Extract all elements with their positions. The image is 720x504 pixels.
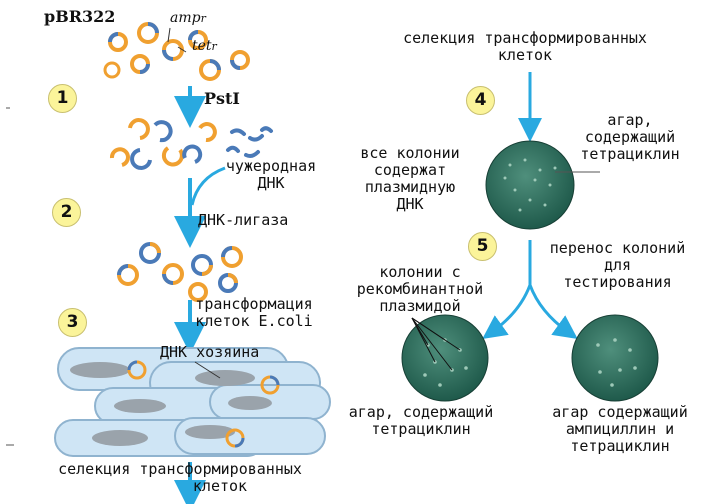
transformation-line-1: трансформация (195, 295, 313, 313)
right-selection-label: селекция трансформированных клеток (360, 30, 690, 64)
all-colonies-line-4: ДНК (396, 195, 424, 213)
recombinant-plasmids (117, 242, 243, 302)
transfer-line-2: для (603, 256, 632, 274)
all-colonies-line-3: плазмидную (364, 178, 456, 196)
all-colonies-label: все колонии содержат плазмидную ДНК (345, 145, 475, 213)
amp-sup: r (200, 12, 206, 25)
amp-label: ampr (170, 10, 206, 27)
right-selection-line-2: клеток (497, 46, 553, 64)
agar-amp-tet-line-1: агар содержащий (552, 403, 688, 421)
arrow-step-5 (482, 240, 578, 339)
foreign-dna-line-1: чужеродная (225, 157, 317, 175)
transfer-line-3: тестирования (563, 273, 672, 291)
left-selection-label: селекция трансформированных клеток (30, 461, 330, 495)
transformation-label: трансформация клеток E.coli (178, 296, 330, 330)
foreign-dna-line-2: ДНК (257, 174, 285, 192)
plate-ampicillin-tetracycline (571, 314, 659, 402)
all-colonies-line-1: все колонии (360, 144, 460, 162)
agar-tet-top-line-3: тетрациклин (580, 145, 680, 163)
agar-tet-bottom-line-1: агар, содержащий (348, 403, 494, 421)
agar-tet-bottom-line-2: тетрациклин (371, 420, 471, 438)
all-colonies-line-2: содержат (373, 161, 447, 179)
recombinant-line-2: рекомбинантной (356, 280, 484, 298)
amp-text: amp (170, 10, 201, 26)
ligase-label: ДНК-лигаза (198, 211, 289, 229)
step-2-badge: 2 (52, 198, 81, 227)
recombinant-label: колонии с рекомбинантной плазмидой (335, 264, 505, 315)
transfer-label: перенос колоний для тестирования (535, 240, 700, 291)
enzyme-label: PstI (204, 89, 240, 108)
step-3-badge: 3 (58, 308, 87, 337)
step-1-badge: 1 (48, 84, 77, 113)
cut-plasmids (109, 118, 217, 170)
agar-tet-top-line-2: содержащий (584, 128, 676, 146)
plate-tetracycline-bottom (401, 314, 489, 402)
bacterial-cells (54, 347, 331, 457)
agar-amp-tet-label: агар содержащий ампициллин и тетрациклин (530, 404, 710, 455)
recombinant-line-1: колонии с (379, 263, 461, 281)
step-5-badge: 5 (468, 232, 497, 261)
tet-text: tet (192, 38, 212, 54)
right-selection-line-1: селекция трансформированных (403, 29, 647, 47)
agar-amp-tet-line-3: тетрациклин (570, 437, 670, 455)
transfer-line-1: перенос колоний (549, 239, 686, 257)
plasmid-group-1 (103, 22, 250, 81)
agar-tet-top-label: агар, содержащий тетрациклин (560, 112, 700, 163)
plate-tetracycline-top (485, 140, 600, 230)
left-selection-line-1: селекция трансформированных (58, 460, 302, 478)
recombinant-line-3: плазмидой (379, 297, 461, 315)
tet-label: tetr (192, 38, 217, 55)
agar-tet-bottom-label: агар, содержащий тетрациклин (326, 404, 516, 438)
step-4-badge: 4 (466, 86, 495, 115)
transformation-line-2: клеток E.coli (195, 312, 313, 330)
host-dna-label: ДНК хозяина (160, 343, 260, 361)
plasmid-name: pBR322 (44, 7, 116, 26)
agar-amp-tet-line-2: ампициллин и (565, 420, 675, 438)
foreign-dna-label: чужеродная ДНК (205, 158, 337, 192)
foreign-dna-fragments (226, 126, 273, 158)
agar-tet-top-line-1: агар, (607, 111, 653, 129)
left-selection-line-2: клеток (192, 477, 248, 495)
tet-sup: r (211, 40, 217, 53)
